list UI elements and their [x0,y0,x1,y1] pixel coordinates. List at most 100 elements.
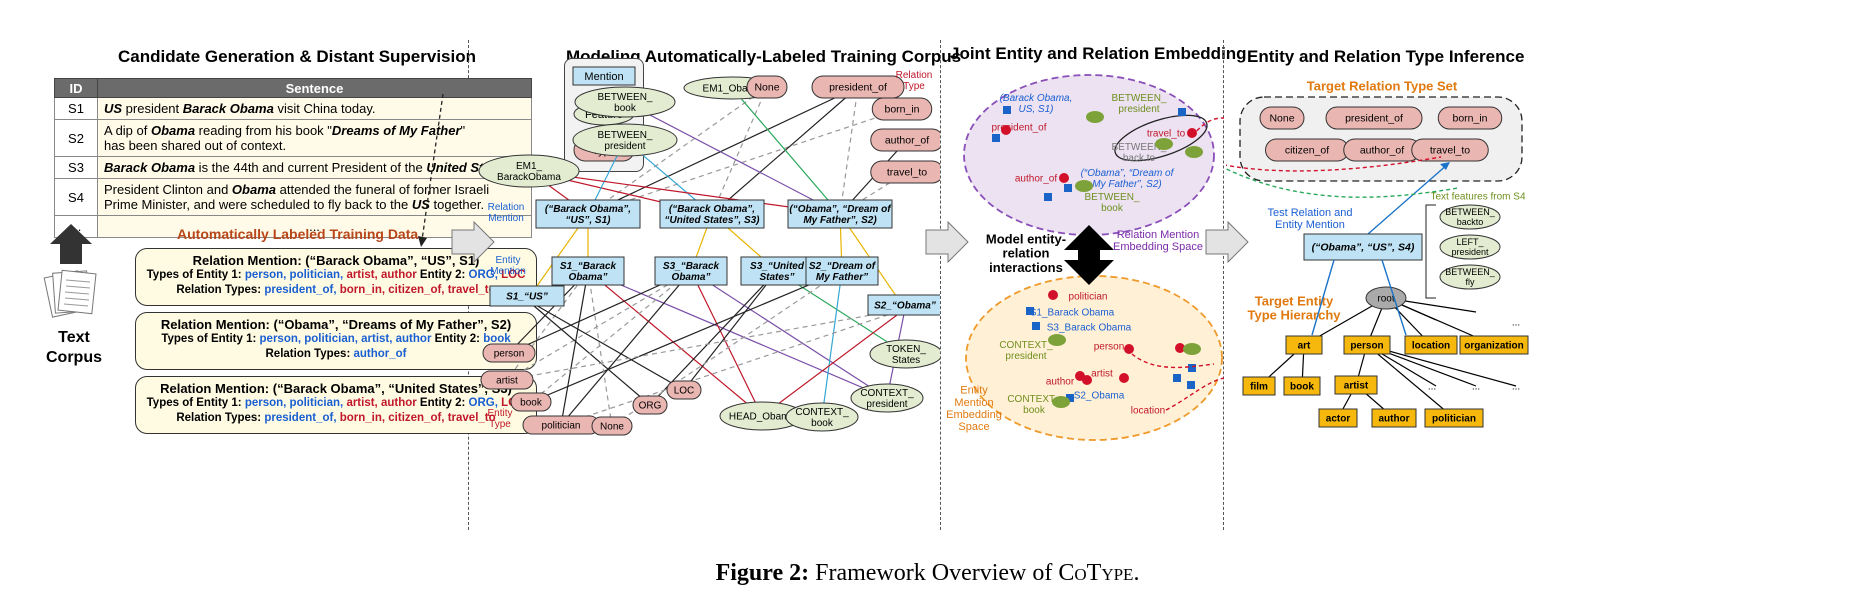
entity2-types-true: ORG, [468,397,502,409]
text-feature-node [1439,204,1501,230]
hierarchy-type-node [1334,375,1378,395]
divider-3 [1223,40,1224,530]
target-relation-label: None [1269,113,1294,125]
target-relation-label: travel_to [1430,145,1470,157]
feature-node [478,154,580,188]
joint-embedding-panel: (Barack Obama,US, S1) president_ofBETWEEN… [946,74,1224,441]
feature-node-label: CONTEXT_book [795,407,849,429]
target-relation-node [1411,138,1489,162]
graph-edge [587,270,613,427]
caption-figure-number: Figure 2: [715,560,810,586]
entity-mention-text: US [104,101,123,116]
entity-mention-point [1032,322,1040,330]
entity-space-label: S2_Obama [1074,391,1125,402]
relation-mention-node [535,199,641,229]
relation-space-label: BETWEEN_back to [1111,142,1166,164]
text-corpus-label: Text Corpus [46,329,102,366]
entity-type-label: None [600,422,624,433]
hierarchy-type-label: politician [1432,414,1476,425]
relation-mention-label: (“Barack Obama”,“United States”, S3) [664,204,760,226]
sentence-text: is the 44th and current President of the [195,160,427,175]
entity1-types-noisy: artist, author [346,269,417,281]
entity-mention-node [489,285,565,307]
graph-edge [587,270,888,399]
relation-mention-point [992,134,1000,142]
entity-type-point [1175,343,1185,353]
graph-edge [690,270,763,417]
relation-embedding-space [963,74,1215,236]
target-relation-label: born_in [1452,113,1487,125]
hierarchy-type-label: actor [1326,414,1351,425]
relation-space-label: travel_to [1147,129,1186,140]
entity-mention-point [1187,381,1195,389]
section-title-embedding: Joint Entity and Relation Embedding [950,44,1247,63]
graph-edge [506,270,589,381]
entity-mention-text: Barack Obama [104,160,196,175]
entity2-types-noisy: LOC [501,269,526,281]
entity-mention-point [1066,394,1074,402]
hierarchy-edge [1366,344,1517,387]
relation-mention-title: Relation Mention: (“Barack Obama”, “US”,… [192,253,480,268]
target-relation-node [1437,106,1503,130]
figure-caption: Figure 2: Framework Overview of CoType. [0,560,1855,587]
row-id: S2 [54,119,98,157]
relation-type-label: author_of [885,135,929,147]
entity-space-label: S1_Barack Obama [1030,308,1115,319]
relation-mention-label: (“Barack Obama”,“US”, S1) [545,204,631,226]
sentence-text: Prime Minister, and were scheduled to fl… [104,197,412,212]
hierarchy-type-label: book [1290,382,1314,393]
hierarchy-type-label: organization [1464,341,1523,352]
entity1-types-true: person, politician, [244,397,347,409]
hierarchy-type-label: art [1298,341,1311,352]
entity-space-label: author [1046,377,1075,388]
flow-arrow-2 [925,220,969,264]
table-header-sentence: Sentence [97,78,532,98]
entity1-types-noisy: artist, author [346,397,417,409]
graph-edge [731,87,841,215]
travel-to-cluster-ring [1114,114,1208,162]
relation-mention-point [1044,193,1052,201]
sentence-text: has been shared out of context. [104,138,287,153]
entity-type-point [1082,375,1092,385]
feature-node [785,402,859,432]
relation-space-label: president_of [991,123,1046,134]
graph-edge [587,86,768,215]
relation-space-label: (Barack Obama,US, S1) [1000,93,1073,115]
sentence-to-label-arrow [418,93,444,247]
relation-type-node [871,97,933,121]
section-title-modeling: Modeling Automatically-Labeled Training … [566,47,962,66]
graph-edge [624,101,841,215]
hierarchy-type-label: artist [1344,381,1369,392]
hierarchy-type-label: location [1412,341,1450,352]
graph-edge [690,270,888,399]
relation-type-label: president_of [829,82,887,94]
relation-types-noisy: born_in, citizen_of, travel_to [339,284,496,296]
relation-types-true: president_of, [264,284,340,296]
row-id: S4 [54,178,98,216]
entity-mention-node [551,256,625,286]
document-stack-icon [43,269,97,318]
entity-space-label: location [1131,406,1165,417]
text-feature-node [1439,264,1501,290]
legend-mention-swatch [572,66,636,86]
hierarchy-ellipsis: ... [1512,382,1520,393]
relation-type-node [746,75,788,99]
entity-space-label: politician [1069,292,1108,303]
text-corpus-graphic [43,224,97,318]
relation-type-point [1001,125,1011,135]
entity1-types-label: Types of Entity 1: [146,397,245,409]
row-id: S3 [54,156,98,179]
upward-arrow-icon [50,224,92,264]
hierarchy-type-node [1459,335,1529,355]
entity-type-point [1119,373,1129,383]
graph-edge [526,299,685,391]
graph-edge [711,86,768,215]
text-features-title: Text features from S4 [1430,192,1525,203]
